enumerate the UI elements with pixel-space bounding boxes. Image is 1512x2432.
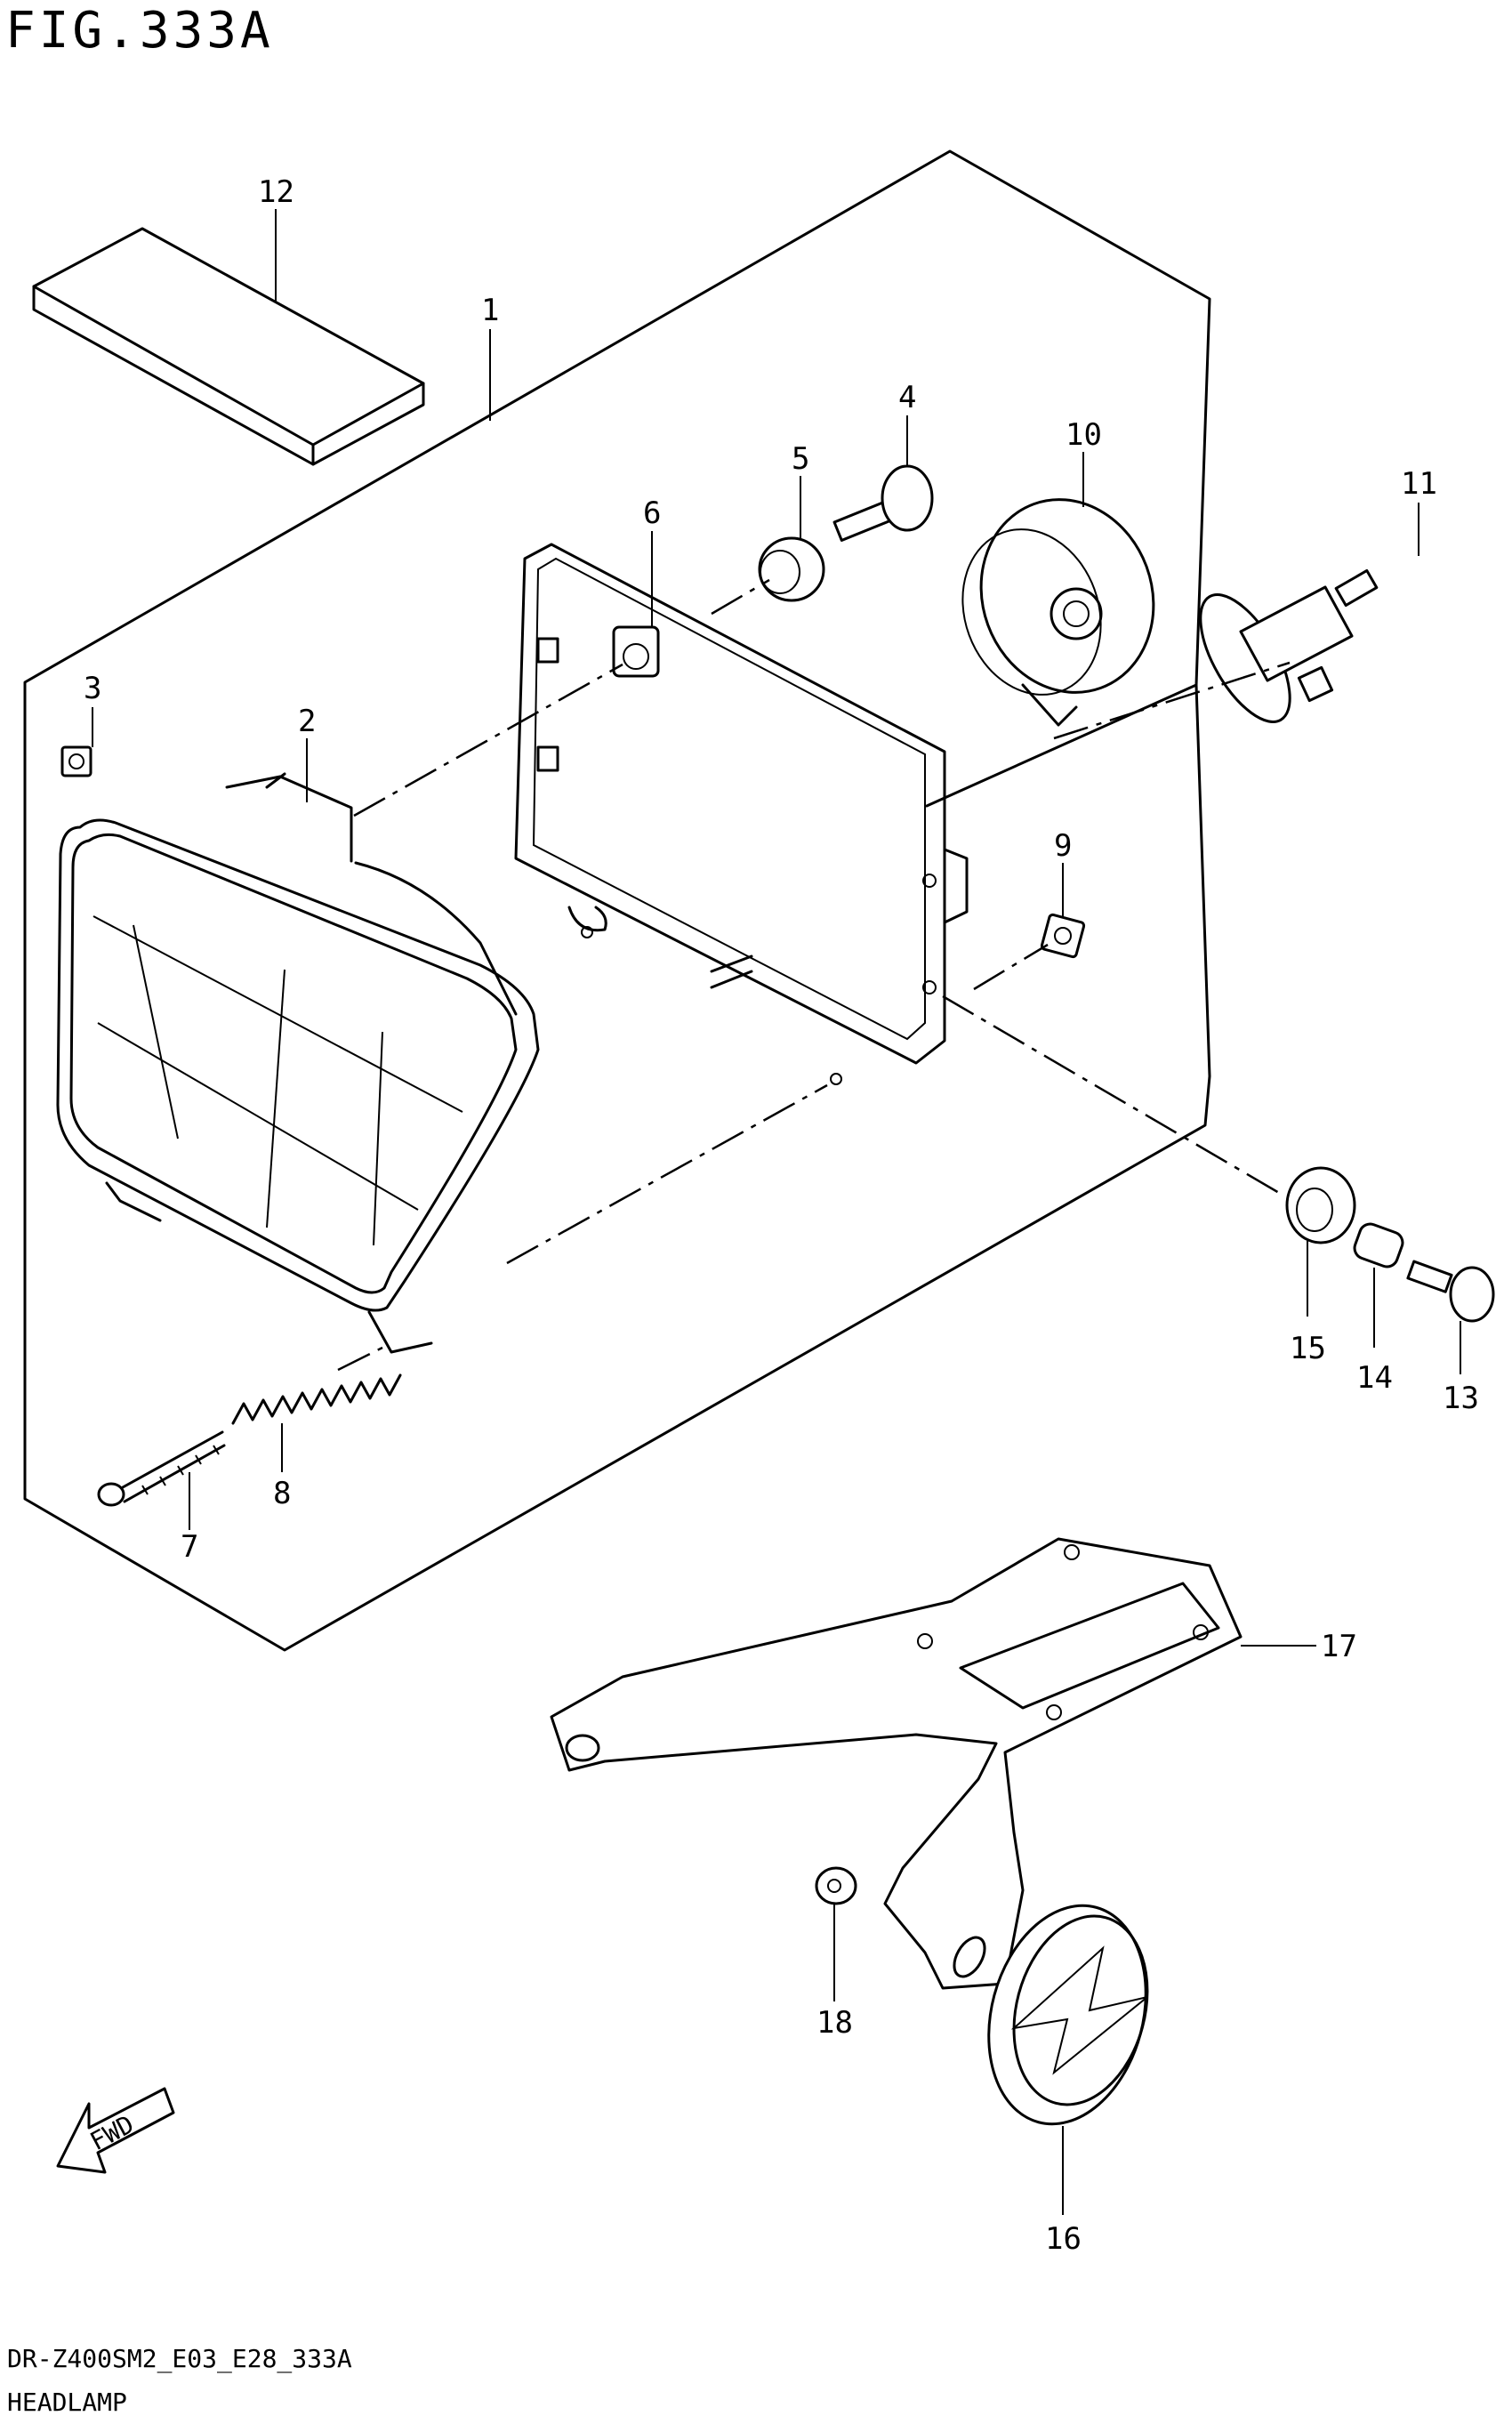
part-2-headlamp-unit (56, 772, 540, 1354)
part-17-bracket (550, 1537, 1243, 1990)
callout-13: 13 (1443, 1381, 1479, 1416)
callout-leaders (92, 209, 1461, 2215)
part-15-cushion (1285, 1166, 1356, 1244)
figure-title: FIG.333A (5, 2, 274, 60)
part-13-bolt (1406, 1260, 1495, 1323)
part-10-socket-cover (961, 498, 1155, 727)
section-name: HEADLAMP (7, 2388, 127, 2417)
callout-3: 3 (84, 671, 101, 706)
callout-18: 18 (816, 2005, 853, 2041)
callout-11: 11 (1401, 466, 1437, 502)
part-4-screw (832, 464, 934, 542)
callout-8: 8 (273, 1476, 291, 1511)
part-6-housing-frame (514, 543, 969, 1085)
model-code: DR-Z400SM2_E03_E28_333A (7, 2344, 352, 2373)
part-12-label-sheet (32, 227, 425, 466)
alignment-lines (337, 578, 1291, 1372)
part-5-grommet (758, 536, 825, 602)
callout-9: 9 (1054, 828, 1072, 864)
part-11-bulb (1199, 568, 1379, 723)
part-14-collar (1353, 1222, 1404, 1268)
callout-4: 4 (898, 380, 916, 415)
part-7-adjust-screw (97, 1430, 226, 1507)
assembly-outline (23, 149, 1211, 1652)
callout-16: 16 (1045, 2221, 1082, 2257)
part-18-nut (815, 1866, 857, 1905)
callout-1: 1 (481, 293, 499, 328)
callout-17: 17 (1321, 1629, 1357, 1664)
callout-14: 14 (1356, 1360, 1393, 1396)
callout-12: 12 (258, 174, 294, 210)
part-3-nut (60, 745, 92, 777)
callout-10: 10 (1066, 417, 1102, 453)
callout-2: 2 (298, 704, 316, 739)
callout-15: 15 (1290, 1331, 1326, 1366)
part-8-spring (231, 1373, 402, 1425)
fwd-arrow: FWD (56, 2087, 175, 2174)
part-9-nut (1040, 913, 1086, 959)
callout-5: 5 (792, 441, 809, 477)
callout-7: 7 (181, 1529, 198, 1565)
callout-6: 6 (643, 495, 661, 531)
part-16-reflector (987, 1904, 1149, 2126)
